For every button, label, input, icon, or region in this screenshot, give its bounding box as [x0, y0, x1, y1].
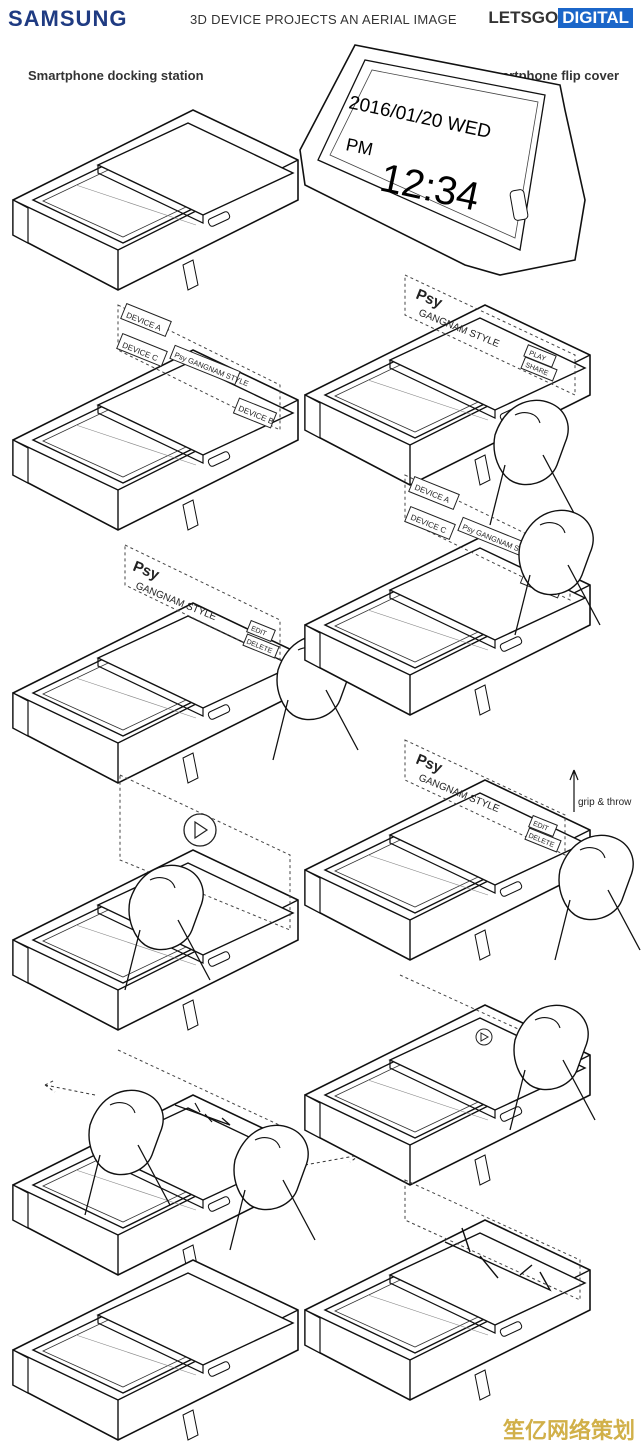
badge-right: DIGITAL [558, 8, 633, 28]
header: SAMSUNG 3D DEVICE PROJECTS AN AERIAL IMA… [0, 0, 641, 40]
projection-play-area-2 [399, 974, 576, 1056]
dock-figure-11 [304, 1219, 591, 1401]
badge-left: LETSGO [488, 8, 559, 27]
watermark: 笙亿网络策划 [502, 1418, 635, 1443]
projection-airplane-area-2 [404, 1179, 581, 1301]
flip-cover-figure: 2016/01/20 WED PM 12:34 [299, 44, 586, 276]
dock-figure-1 [12, 109, 299, 291]
site-badge: LETSGO DIGITAL [488, 8, 633, 28]
label-psy-3: Psy [414, 751, 446, 777]
hand-icon [489, 399, 576, 526]
label-grip-throw: grip & throw [578, 797, 632, 808]
play-icon [194, 820, 209, 840]
airplane-icon-2 [444, 1227, 552, 1292]
play-icon-2 [480, 1032, 490, 1042]
page-title: 3D DEVICE PROJECTS AN AERIAL IMAGE [190, 12, 457, 27]
hand-icon [554, 834, 641, 961]
dock-figure-6 [12, 1259, 299, 1441]
section-label-docking: Smartphone docking station [28, 68, 204, 83]
arrow-up-icon [569, 769, 579, 812]
dock-figure-2 [12, 349, 299, 531]
brand-logo: SAMSUNG [8, 6, 128, 31]
label-psy-2: Psy [414, 286, 446, 312]
label-psy: Psy [131, 558, 163, 584]
airplane-icon [174, 1102, 231, 1126]
projection-play-area [119, 774, 291, 931]
hand-icon [229, 1124, 316, 1251]
